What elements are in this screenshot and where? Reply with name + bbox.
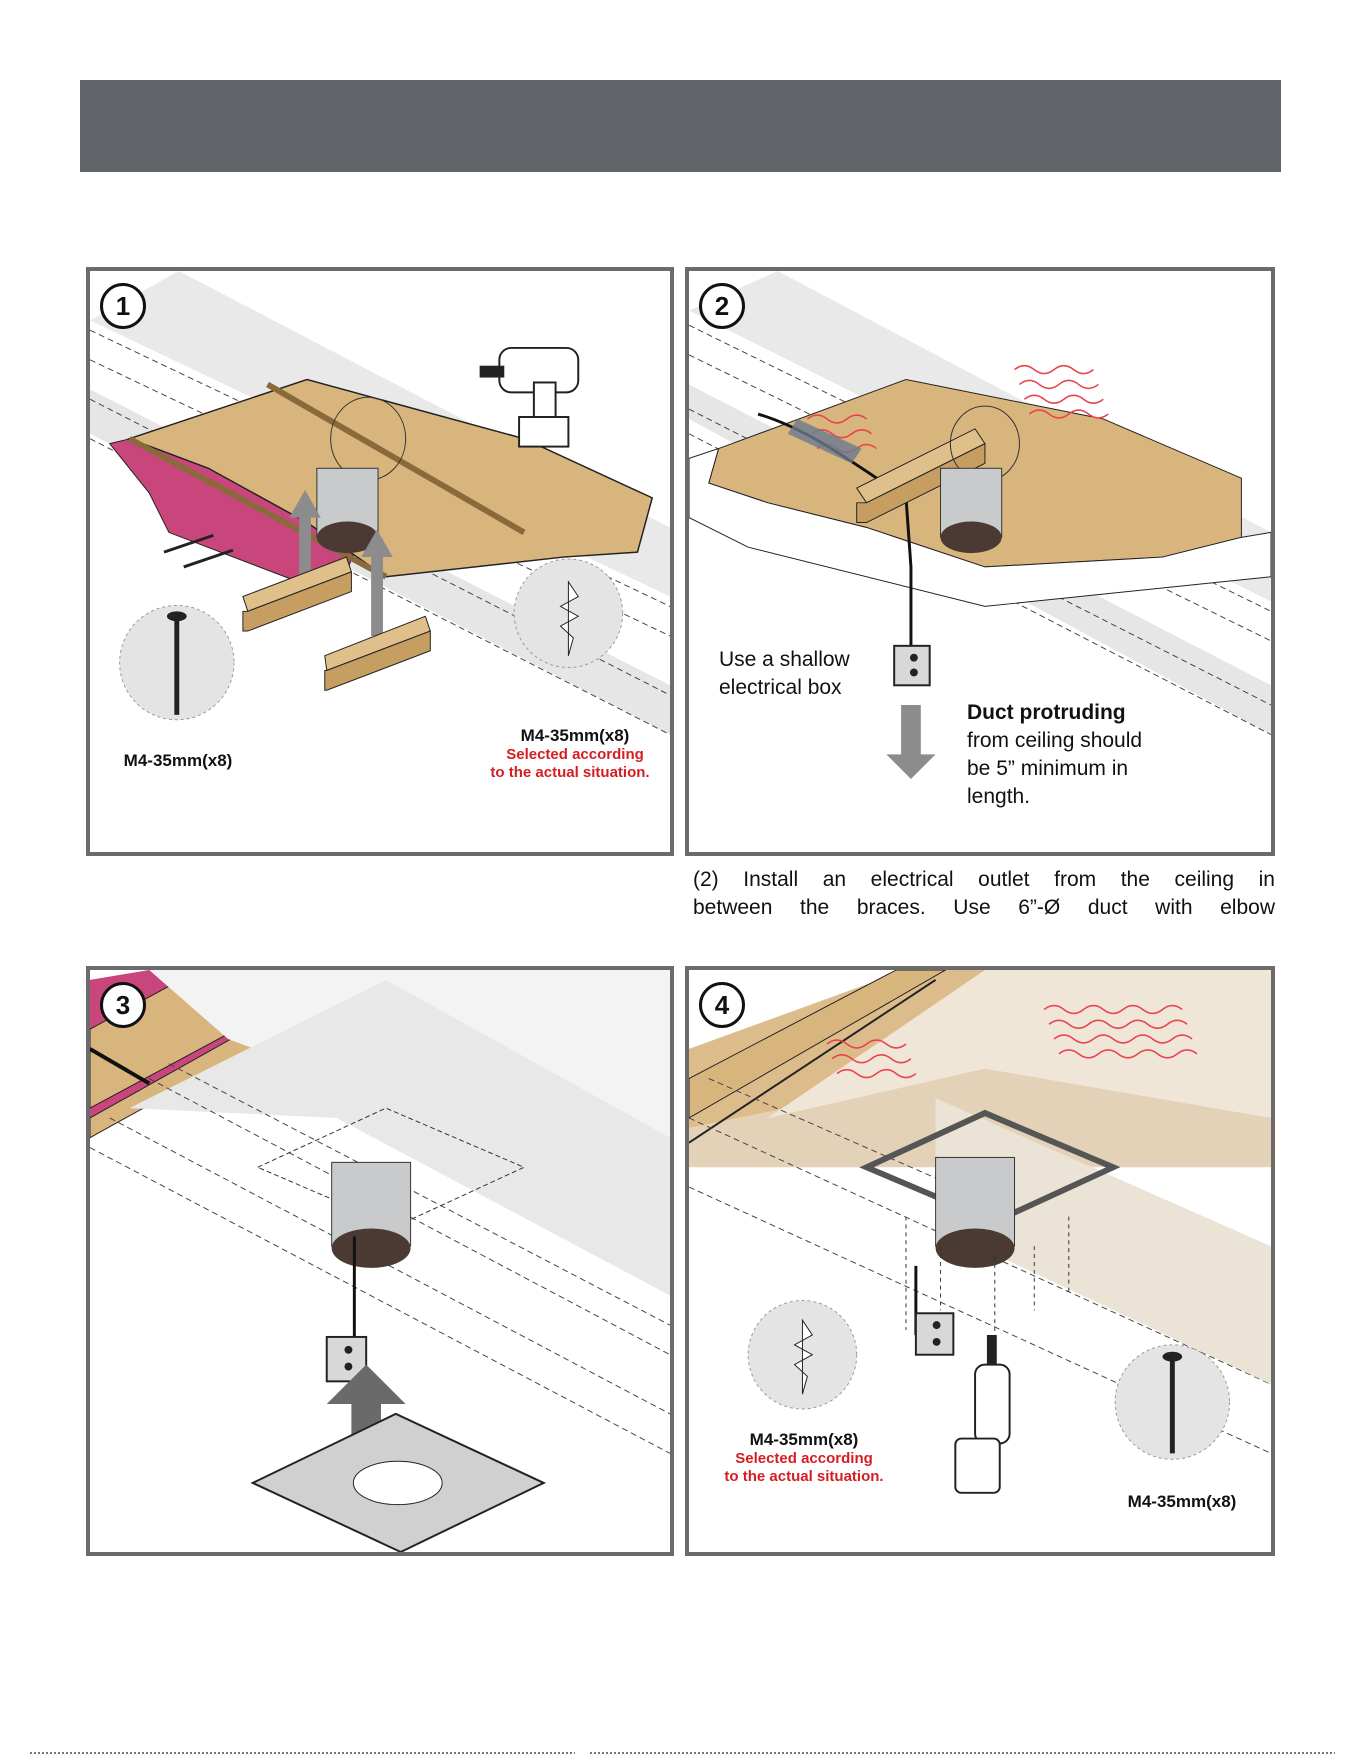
step-4-anchor-note-line-2: to the actual situation. — [724, 1468, 884, 1485]
step-1-anchor-label: M4-35mm(x8) — [520, 726, 630, 745]
step-1-screw-label: M4-35mm(x8) — [123, 751, 233, 770]
step-2-instruction-line-1: (2) Install an electrical outlet from th… — [693, 868, 1275, 891]
step-1-panel: 1 — [86, 267, 674, 856]
step-2-duct-callout-line-3: length. — [967, 785, 1031, 808]
header-bar — [80, 80, 1281, 172]
step-4-screw-label: M4-35mm(x8) — [1127, 1492, 1237, 1511]
step-1-anchor-note-line-2: to the actual situation. — [490, 764, 650, 781]
step-2-box-callout-line-1: Use a shallow — [719, 648, 850, 671]
step-2-instruction-line-2: between the braces. Use 6”-Ø duct with e… — [693, 896, 1275, 919]
bottom-rule-left — [30, 1752, 575, 1754]
step-4-anchor-label: M4-35mm(x8) — [749, 1430, 859, 1449]
step-3-illustration — [90, 970, 670, 1552]
step-3-badge: 3 — [100, 982, 146, 1028]
step-4-badge: 4 — [699, 982, 745, 1028]
step-2-panel: 2 U — [685, 267, 1275, 856]
bottom-rule-right — [590, 1752, 1335, 1754]
step-1-badge: 1 — [100, 283, 146, 329]
step-3-panel: 3 — [86, 966, 674, 1556]
step-4-panel: 4 — [685, 966, 1275, 1556]
step-2-badge: 2 — [699, 283, 745, 329]
step-4-anchor-note-line-1: Selected according — [735, 1450, 873, 1467]
step-1-anchor-note-line-1: Selected according — [506, 746, 644, 763]
step-2-illustration — [689, 271, 1271, 780]
step-2-duct-callout-line-2: be 5” minimum in — [967, 757, 1129, 780]
step-2-duct-callout-line-1: from ceiling should — [967, 729, 1143, 752]
step-2-duct-callout-title: Duct protruding — [967, 699, 1126, 727]
step-4-illustration — [689, 970, 1271, 1494]
step-2-duct-callout-bold: Duct protruding — [967, 701, 1126, 724]
step-2-box-callout-line-2: electrical box — [719, 676, 842, 699]
step-1-illustration — [90, 271, 670, 736]
step-2-instruction-text: (2) Install an electrical outlet from th… — [693, 866, 1275, 922]
